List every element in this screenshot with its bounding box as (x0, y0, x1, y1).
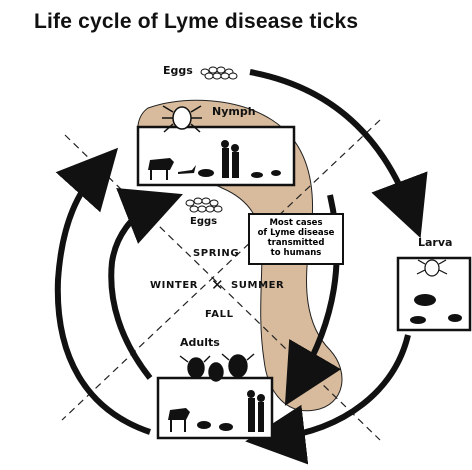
label-winter: WINTER (150, 280, 198, 291)
eggs-cluster-top (201, 67, 237, 79)
label-larva: Larva (418, 236, 452, 249)
lyme-note-box: Most cases of Lyme disease transmitted t… (248, 213, 344, 265)
label-nymph: Nymph (212, 105, 256, 118)
label-fall: FALL (205, 309, 234, 320)
note-line: Most cases (250, 218, 342, 228)
label-adults: Adults (180, 336, 220, 349)
note-line: of Lyme disease (250, 228, 342, 238)
eggs-cluster-center (186, 198, 222, 212)
note-line: transmitted (250, 238, 342, 248)
inner-cycle-arrow (111, 205, 155, 378)
diagram-title: Life cycle of Lyme disease ticks (34, 10, 358, 34)
arrow-adults-to-nymph (58, 170, 150, 432)
label-summer: SUMMER (231, 280, 284, 291)
label-eggs-center: Eggs (190, 216, 217, 227)
nymph-hosts-box (138, 127, 294, 185)
label-eggs-top: Eggs (163, 64, 193, 77)
season-cross-mark: ✕ (211, 276, 224, 294)
note-line: to humans (250, 248, 342, 258)
label-spring: SPRING (193, 248, 239, 259)
